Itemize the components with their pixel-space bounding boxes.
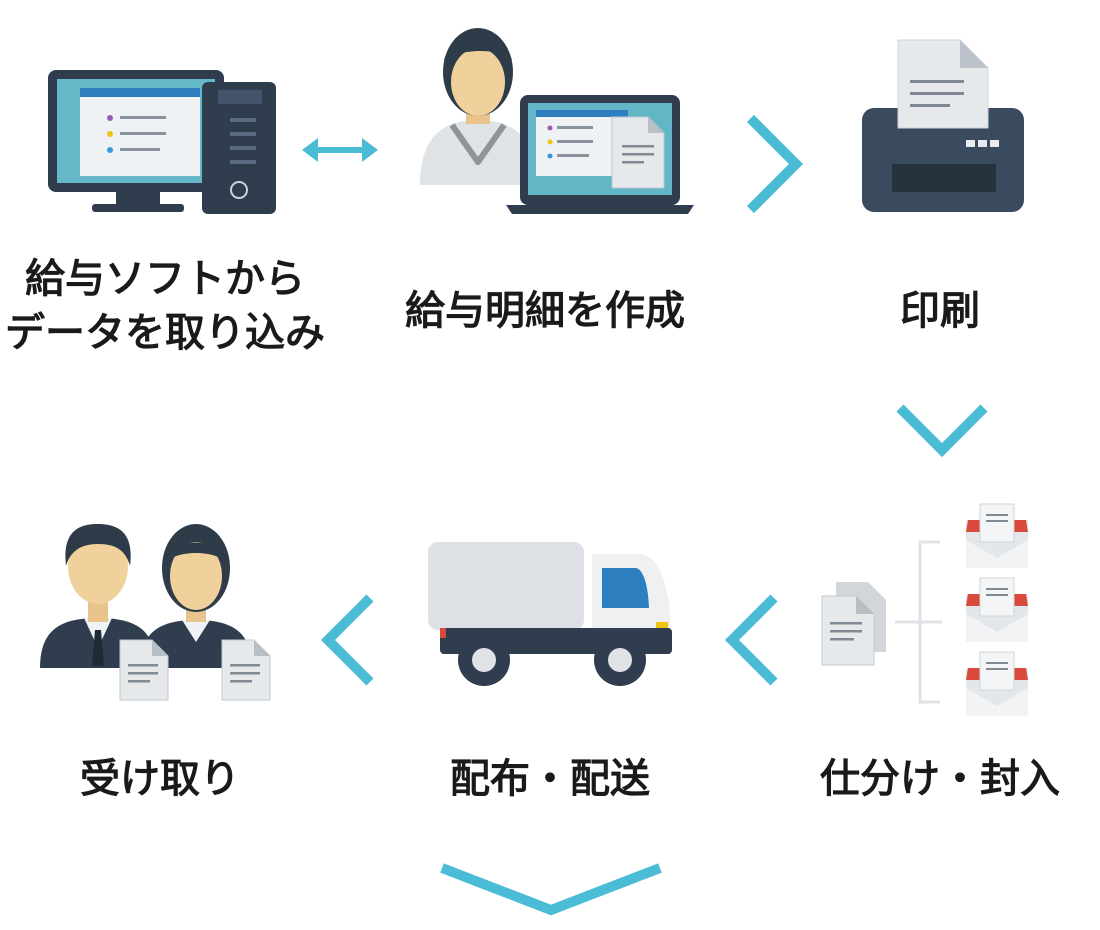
step-label-import-line2: データを取り込み (5, 310, 325, 356)
two-people-icon (40, 524, 271, 701)
desktop-computer-icon (48, 70, 276, 214)
step-label-receive: 受け取り (80, 756, 240, 802)
step-label-print: 印刷 (900, 288, 980, 334)
delivery-truck-icon (428, 542, 672, 686)
step-label-import-line1: 給与ソフトから (25, 256, 305, 302)
double-arrow-icon (302, 138, 378, 162)
step-label-sort: 仕分け・封入 (820, 756, 1060, 802)
chevron-left-icon (724, 594, 778, 686)
step-label-import: 給与ソフトから データを取り込み (0, 252, 330, 360)
chevron-left-icon (320, 594, 374, 686)
chevron-down-icon (896, 404, 988, 458)
envelopes-icon (821, 503, 1028, 716)
printer-icon (862, 39, 1024, 212)
person-with-laptop-icon (420, 28, 694, 214)
chevron-right-icon (746, 114, 804, 214)
step-label-create: 給与明細を作成 (405, 288, 685, 334)
chevron-down-icon (440, 863, 662, 916)
step-label-deliver: 配布・配送 (450, 756, 650, 802)
